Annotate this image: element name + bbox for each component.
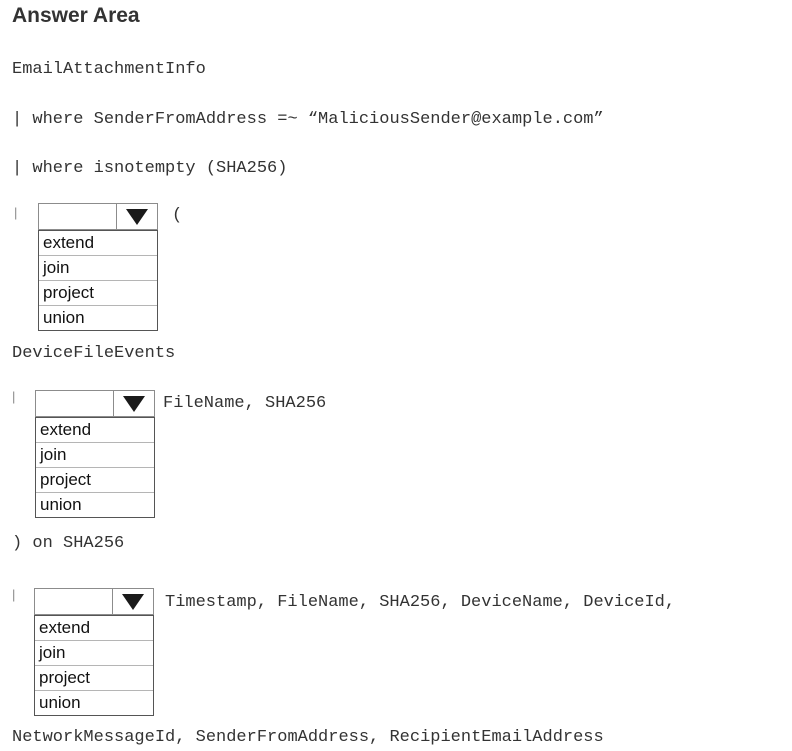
code-line-5: DeviceFileEvents [12,344,176,363]
option-union[interactable]: union [36,492,154,517]
option-extend[interactable]: extend [36,417,154,442]
triangle-down-icon[interactable] [117,204,157,229]
code-line-2: | where SenderFromAddress =~ “MaliciousS… [12,110,604,129]
dropdown-1-selected [39,204,117,229]
operator-dropdown-3[interactable]: extend join project union [34,588,154,716]
option-project[interactable]: project [39,280,157,305]
code-line-1: EmailAttachmentInfo [12,60,206,79]
code-line-3: | where isnotempty (SHA256) [12,159,288,178]
dropdown-2-header[interactable] [35,390,155,417]
triangle-down-icon[interactable] [114,391,154,416]
option-join[interactable]: join [39,255,157,280]
option-extend[interactable]: extend [39,230,157,255]
dropdown-2-options: extend join project union [35,417,155,518]
dropdown-1-options: extend join project union [38,230,158,331]
code-line-4-after: ( [172,206,183,225]
answer-area-title: Answer Area [12,4,140,27]
operator-dropdown-2[interactable]: extend join project union [35,390,155,518]
code-line-7: ) on SHA256 [12,534,125,553]
dropdown-2-selected [36,391,114,416]
option-union[interactable]: union [39,305,157,330]
pipe-operator: | [12,389,16,404]
code-line-8-after: Timestamp, FileName, SHA256, DeviceName,… [165,593,676,612]
pipe-operator: | [12,587,16,602]
option-join[interactable]: join [35,640,153,665]
dropdown-3-header[interactable] [34,588,154,615]
code-line-9: NetworkMessageId, SenderFromAddress, Rec… [12,728,604,747]
option-extend[interactable]: extend [35,615,153,640]
operator-dropdown-1[interactable]: extend join project union [38,203,158,331]
dropdown-3-options: extend join project union [34,615,154,716]
code-line-6-after: FileName, SHA256 [163,394,327,413]
dropdown-1-header[interactable] [38,203,158,230]
option-join[interactable]: join [36,442,154,467]
option-project[interactable]: project [35,665,153,690]
dropdown-3-selected [35,589,113,614]
pipe-operator: | [14,205,18,220]
option-project[interactable]: project [36,467,154,492]
option-union[interactable]: union [35,690,153,715]
triangle-down-icon[interactable] [113,589,153,614]
